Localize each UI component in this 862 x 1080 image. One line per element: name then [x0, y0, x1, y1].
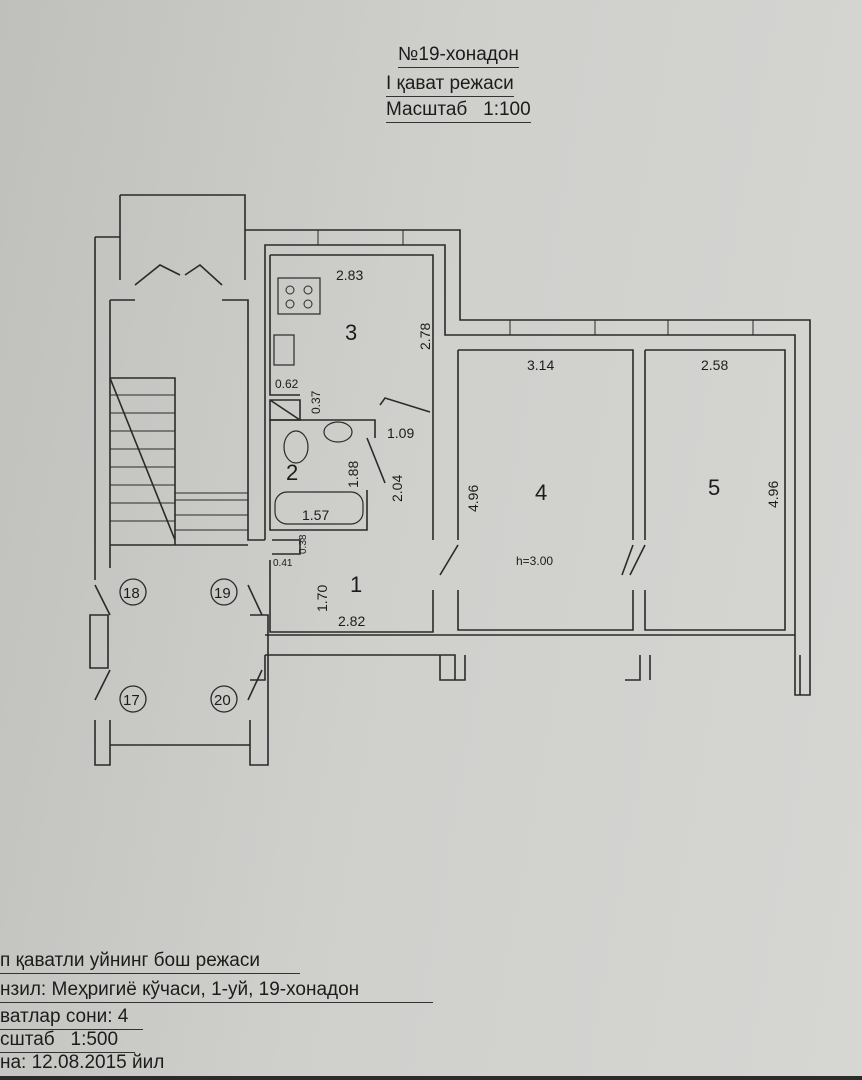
dim: 2.58	[701, 357, 728, 373]
dim: 4.96	[465, 485, 481, 512]
plan-title: №19-хонадон	[398, 44, 519, 68]
room-2	[269, 399, 386, 555]
dim: 2.82	[338, 613, 365, 629]
footer-title: п қаватли уйнинг бош режаси	[0, 950, 300, 974]
dim: 1.09	[387, 425, 414, 441]
scale-label: Масштаб 1:100	[386, 99, 531, 123]
svg-text:20: 20	[214, 692, 231, 709]
footer-date: на: 12.08.2015 йил	[0, 1052, 165, 1073]
svg-text:19: 19	[214, 585, 231, 602]
room-3-number: 3	[345, 320, 357, 345]
dim: 2.83	[336, 267, 363, 283]
dim: 0.41	[273, 558, 293, 569]
svg-text:18: 18	[123, 585, 140, 602]
dim: 0.38	[298, 534, 309, 554]
room-4-number: 4	[535, 480, 547, 505]
dim: 2.04	[389, 475, 405, 502]
room-1-number: 1	[350, 572, 362, 597]
footer-scale: сштаб 1:500	[0, 1029, 135, 1053]
room-4	[439, 349, 634, 631]
dim: 3.14	[527, 357, 554, 373]
scale-label-text: Масштаб	[386, 99, 468, 120]
bathtub-icon	[274, 491, 364, 525]
stairwell	[89, 194, 269, 766]
apartment-marker-18: 18	[119, 578, 147, 606]
washbasin-icon	[323, 421, 353, 443]
dim: 0.37	[309, 390, 323, 414]
outer-walls	[245, 229, 811, 696]
room-5-number: 5	[708, 475, 720, 500]
dim: 1.57	[302, 507, 329, 523]
dim: 4.96	[765, 481, 781, 508]
photo-edge	[0, 1076, 862, 1080]
dim: 0.62	[275, 377, 299, 391]
footer-floors: ватлар сони: 4	[0, 1006, 143, 1030]
stove-icon	[277, 277, 321, 315]
room-5	[629, 349, 786, 631]
apartment-marker-19: 19	[210, 578, 238, 606]
room-2-number: 2	[286, 460, 298, 485]
scale-value: 1:100	[483, 99, 531, 120]
room-3	[269, 254, 434, 413]
room-1	[269, 410, 434, 633]
svg-text:17: 17	[123, 692, 140, 709]
toilet-icon	[283, 430, 309, 464]
ceiling-height: h=3.00	[516, 554, 553, 568]
apartment-marker-17: 17	[119, 685, 147, 713]
dim: 1.70	[314, 585, 330, 612]
floor-label: I қават режаси	[386, 73, 514, 97]
footer-address: нзил: Меҳригиё кўчаси, 1-уй, 19-хонадон	[0, 979, 433, 1003]
sink-icon	[273, 334, 295, 366]
dim: 2.78	[417, 323, 433, 350]
dim: 1.88	[345, 461, 361, 488]
apartment-marker-20: 20	[210, 685, 238, 713]
